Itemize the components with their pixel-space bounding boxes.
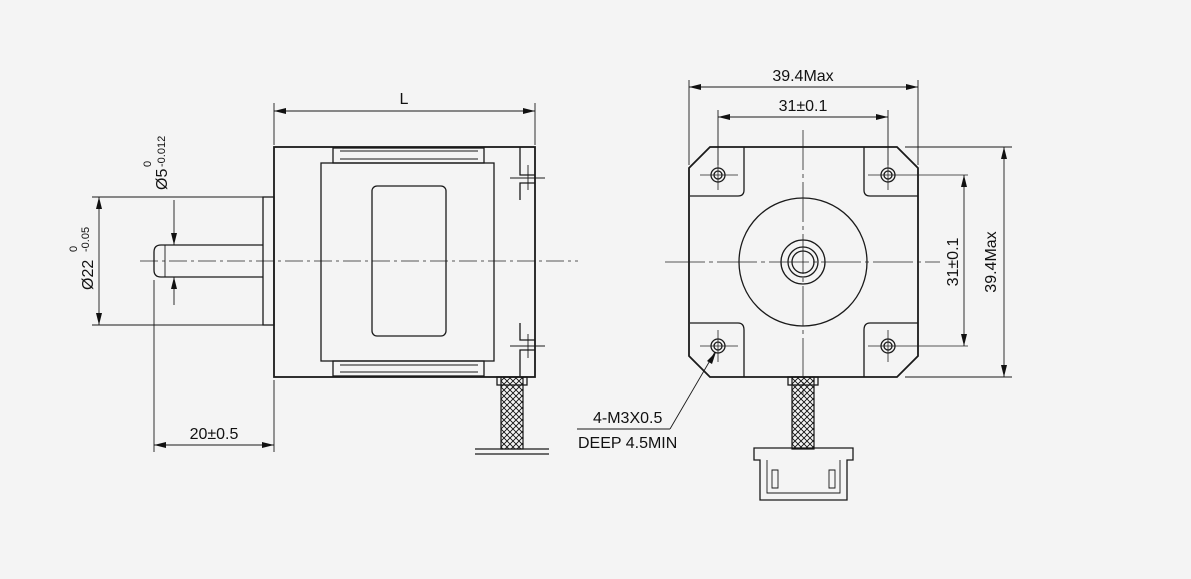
connector bbox=[753, 447, 854, 501]
svg-text:-0.05: -0.05 bbox=[80, 227, 92, 252]
dim-hole-spacing-h: 31±0.1 bbox=[779, 98, 828, 115]
dim-overall-width: 39.4Max bbox=[772, 68, 833, 85]
svg-text:0: 0 bbox=[142, 161, 154, 167]
dim-hole-spacing-v: 31±0.1 bbox=[945, 237, 962, 286]
dim-length: L bbox=[400, 91, 409, 108]
shaft bbox=[153, 244, 263, 278]
tap-spec-line2: DEEP 4.5MIN bbox=[578, 435, 677, 452]
dim-boss-diameter: Ø22 bbox=[80, 260, 97, 290]
svg-text:0: 0 bbox=[68, 246, 80, 252]
svg-text:-0.012: -0.012 bbox=[156, 136, 168, 167]
front-flange bbox=[688, 146, 919, 378]
front-cable bbox=[791, 376, 815, 450]
stator bbox=[320, 162, 495, 362]
side-cable bbox=[500, 376, 524, 450]
motor-body bbox=[273, 146, 536, 378]
dim-overall-height: 39.4Max bbox=[983, 231, 1000, 292]
dim-shaft-diameter: Ø5 bbox=[154, 169, 171, 190]
side-view: L Ø22 -0.05 0 Ø5 -0.012 0 20±0.5 bbox=[68, 91, 578, 455]
tap-spec-line1: 4-M3X0.5 bbox=[593, 410, 662, 427]
dim-shaft-length: 20±0.5 bbox=[190, 426, 239, 443]
label-window bbox=[371, 185, 447, 337]
front-view: 39.4Max 31±0.1 31±0.1 39.4Max 4-M3X0.5 D… bbox=[577, 68, 1012, 501]
